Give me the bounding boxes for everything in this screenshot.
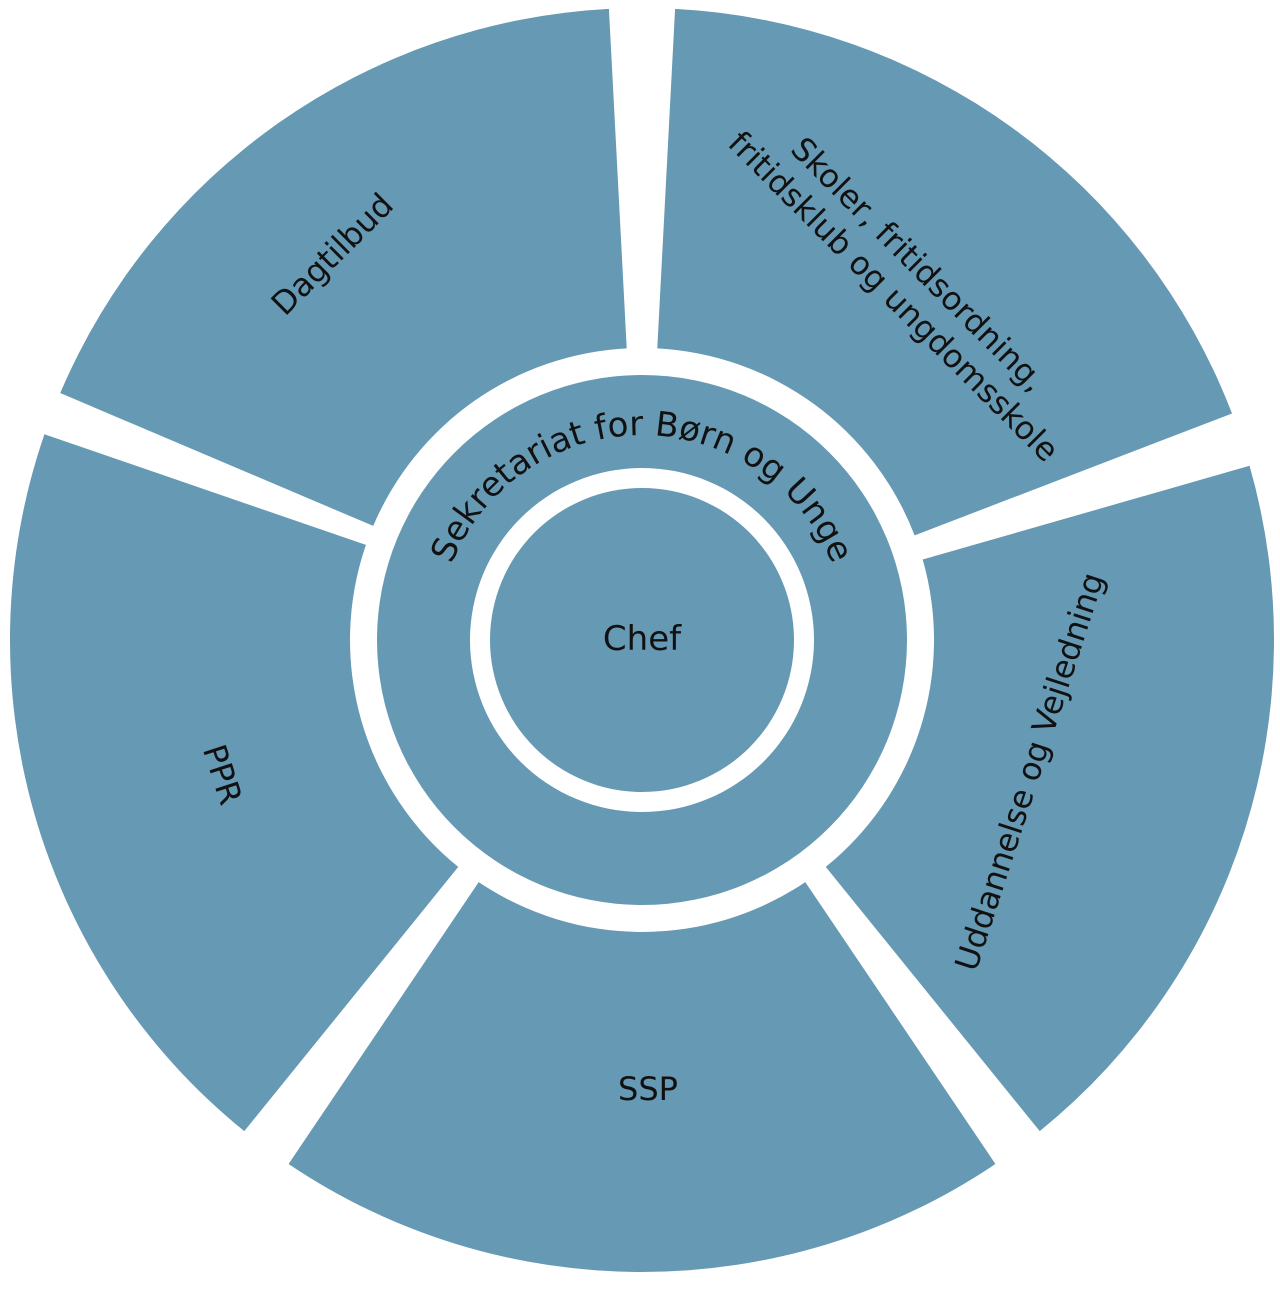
outer-segment-ppr[interactable]	[9, 434, 459, 1132]
segment-label-ssp: SSP	[618, 1070, 678, 1108]
segment-label-ssp-line-1: SSP	[618, 1070, 678, 1108]
outer-segment-dagtilbud[interactable]	[60, 8, 627, 526]
outer-segment-ssp[interactable]	[288, 882, 996, 1272]
center-label: Chef	[603, 619, 682, 659]
outer-segment-uddannelse[interactable]	[825, 465, 1275, 1132]
center-chef-circle[interactable]	[490, 488, 794, 792]
outer-segment-skoler[interactable]	[657, 8, 1233, 536]
